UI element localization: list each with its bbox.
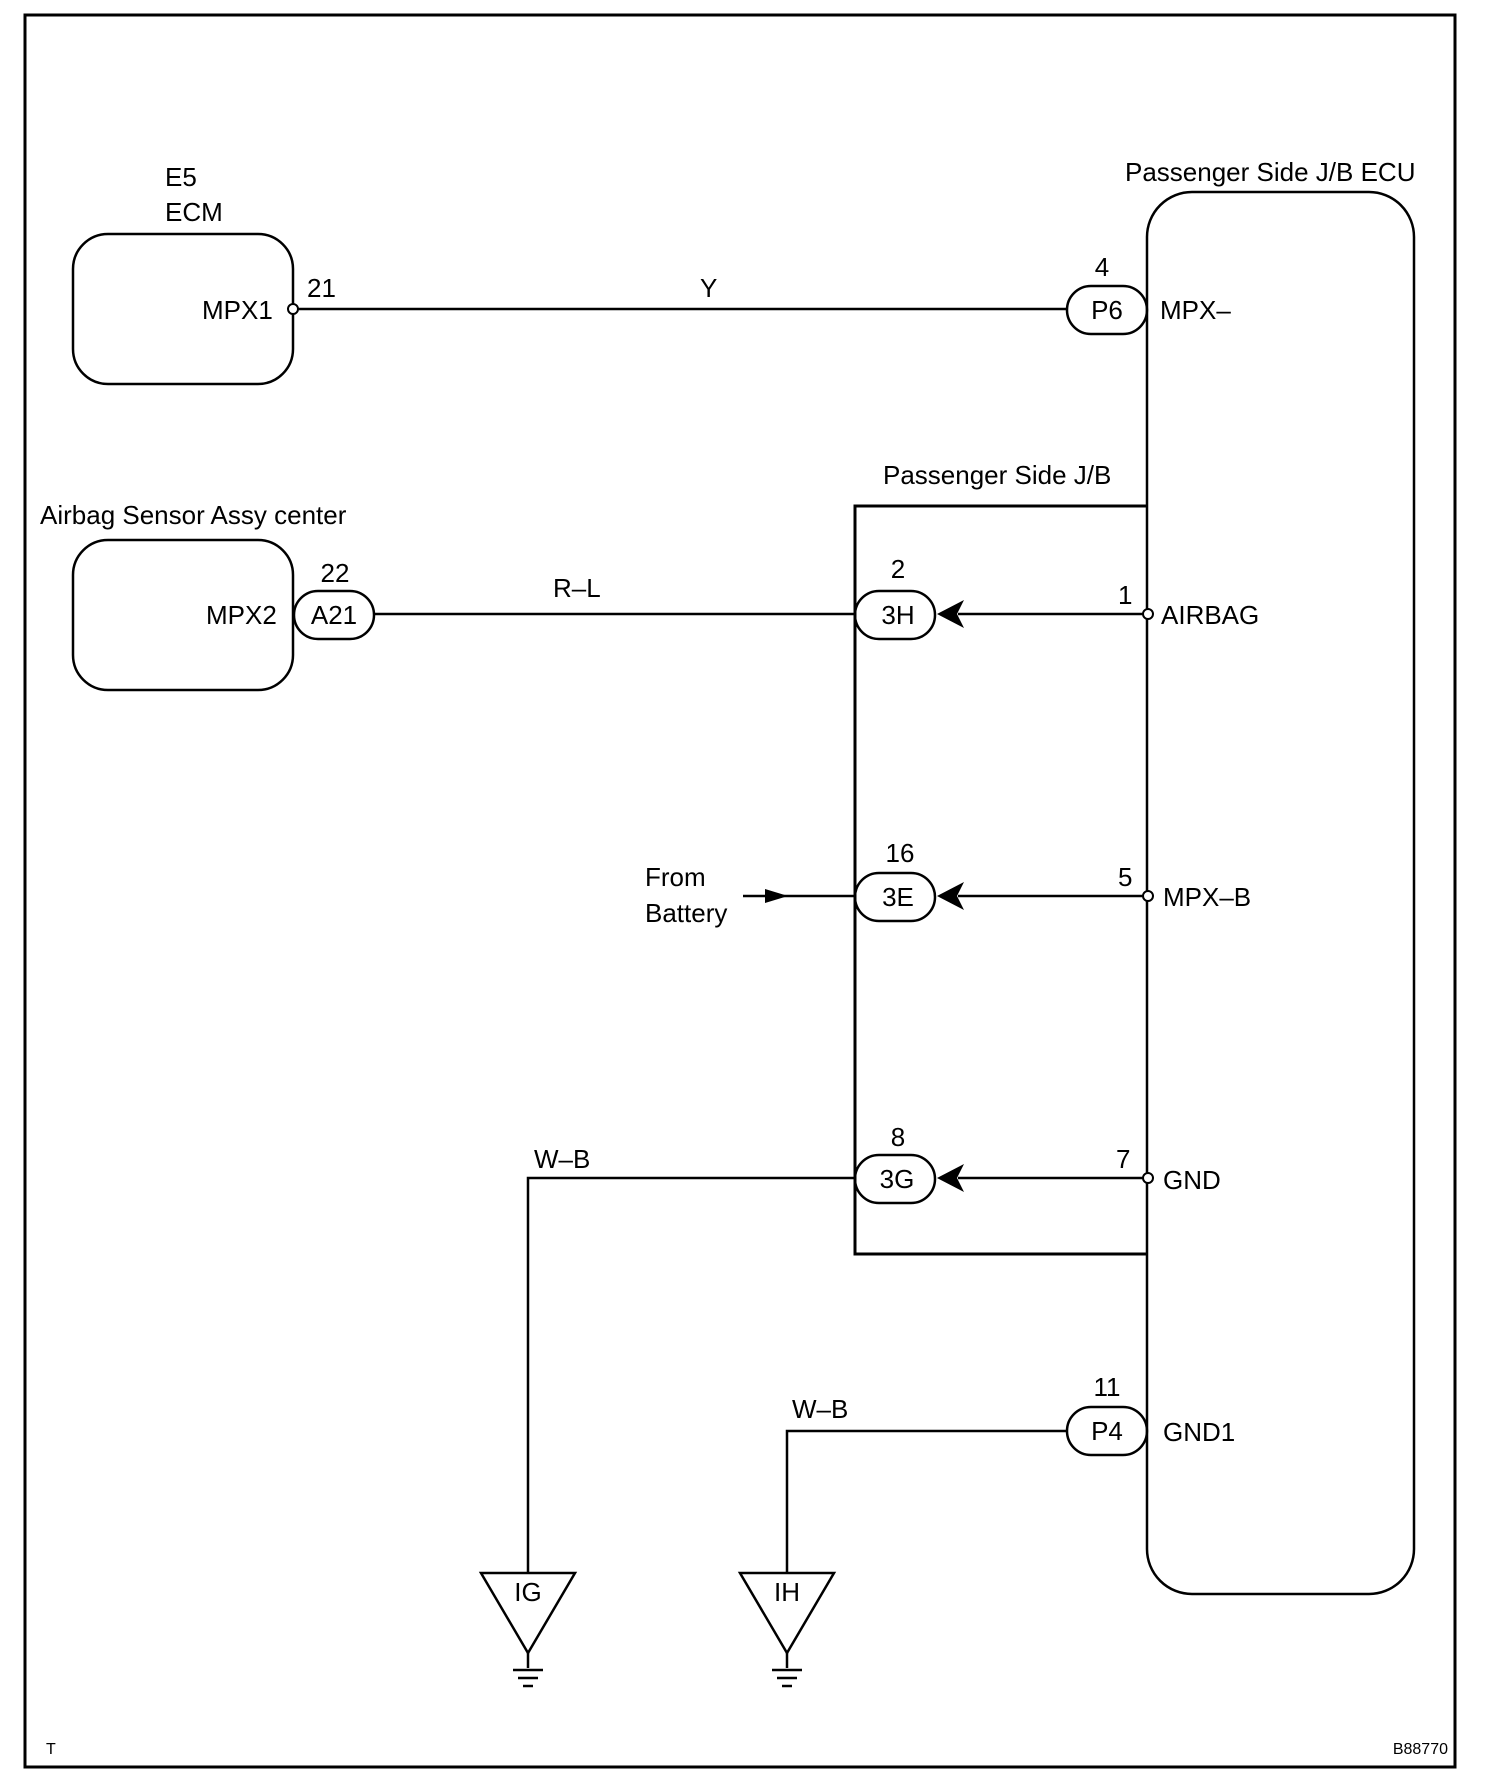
airbag-sensor-name: Airbag Sensor Assy center bbox=[40, 500, 347, 530]
connector-3e bbox=[853, 871, 937, 923]
from-battery-line1: From bbox=[645, 862, 706, 892]
pin-gnd-label: GND bbox=[1163, 1165, 1221, 1195]
wire-gnd1-color: W–B bbox=[792, 1394, 848, 1424]
arrow-battery-icon bbox=[765, 889, 788, 903]
arrow-3h-icon bbox=[937, 600, 964, 628]
connector-3h-pin: 2 bbox=[891, 554, 905, 584]
connector-3h bbox=[853, 589, 937, 641]
pin-mpx-b-terminal bbox=[1142, 890, 1154, 902]
pin-mpx-b-number: 5 bbox=[1118, 862, 1132, 892]
pin-gnd1-label: GND1 bbox=[1163, 1417, 1235, 1447]
wire-gnd bbox=[526, 1176, 855, 1573]
footer-left-mark: T bbox=[46, 1741, 56, 1758]
ground-ih-icon bbox=[737, 1571, 837, 1688]
jb-box bbox=[853, 504, 1147, 1256]
ground-ig-icon bbox=[478, 1571, 578, 1688]
pin-gnd1-number: 11 bbox=[1094, 1372, 1121, 1402]
wire-mpx2-color: R–L bbox=[553, 573, 601, 603]
connector-p6 bbox=[1065, 284, 1149, 336]
connector-p4 bbox=[1065, 1405, 1149, 1457]
arrow-3e-icon bbox=[937, 882, 964, 910]
connector-3g-pin: 8 bbox=[891, 1122, 905, 1152]
wire-gnd1 bbox=[785, 1429, 1067, 1573]
connector-p4-label: P4 bbox=[1091, 1416, 1123, 1446]
connector-3g bbox=[853, 1153, 937, 1205]
ecm-name: ECM bbox=[165, 197, 223, 227]
pin-airbag-number: 1 bbox=[1118, 580, 1132, 610]
arrow-3g-icon bbox=[937, 1164, 964, 1192]
jb-ecu-name: Passenger Side J/B ECU bbox=[1125, 157, 1415, 187]
ground-ig-label: IG bbox=[514, 1577, 541, 1607]
ground-ih-label: IH bbox=[774, 1577, 800, 1607]
connector-3h-label: 3H bbox=[881, 600, 914, 630]
connector-3e-pin: 16 bbox=[886, 838, 915, 868]
connector-3g-label: 3G bbox=[880, 1164, 915, 1194]
pin-mpx-minus-number: 4 bbox=[1095, 252, 1109, 282]
pin-airbag-label: AIRBAG bbox=[1161, 600, 1259, 630]
pin-mpx-minus-label: MPX– bbox=[1160, 295, 1231, 325]
from-battery-line2: Battery bbox=[645, 898, 727, 928]
pin-airbag-terminal bbox=[1142, 608, 1154, 620]
airbag-sensor-pin-label: MPX2 bbox=[206, 600, 277, 630]
wire-mpx1-color: Y bbox=[700, 273, 717, 303]
connector-p6-label: P6 bbox=[1091, 295, 1123, 325]
figure-id: B88770 bbox=[1393, 1741, 1448, 1758]
connector-3e-label: 3E bbox=[882, 882, 914, 912]
ecm-pin-label: MPX1 bbox=[202, 295, 273, 325]
pin-mpx-b-label: MPX–B bbox=[1163, 882, 1251, 912]
diagram-frame bbox=[23, 13, 1457, 1769]
airbag-sensor-pin-number: 22 bbox=[321, 558, 350, 588]
ecm-code: E5 bbox=[165, 162, 197, 192]
wire-gnd-color: W–B bbox=[534, 1144, 590, 1174]
connector-a21-label: A21 bbox=[311, 600, 357, 630]
pin-gnd-number: 7 bbox=[1116, 1144, 1130, 1174]
pin-gnd-terminal bbox=[1142, 1172, 1154, 1184]
ecm-pin-terminal bbox=[287, 303, 299, 315]
ecm-pin-number: 21 bbox=[307, 273, 336, 303]
jb-name: Passenger Side J/B bbox=[883, 460, 1111, 490]
